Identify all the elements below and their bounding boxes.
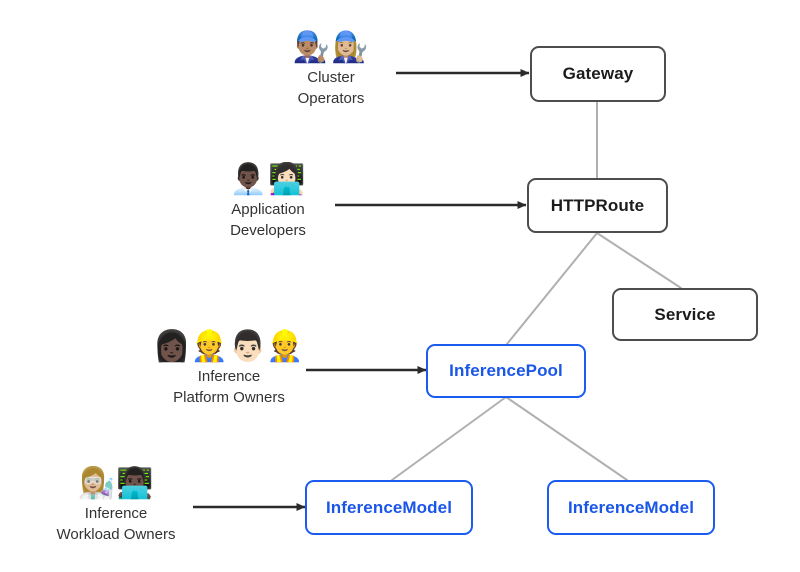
cluster-operators-emoji: 👨🏽‍🔧👩🏼‍🔧 [292,30,370,65]
cluster-operators-label-line2: Operators [297,90,365,107]
inference-platform-owners-label-line2: Platform Owners [173,389,285,406]
connector-inferencepool-inferencemodel-2 [505,396,628,481]
persona-cluster-operators: 👨🏽‍🔧👩🏼‍🔧 Cluster Operators [256,30,406,108]
node-service[interactable]: Service [612,288,758,341]
cluster-operators-label-line1: Cluster [307,69,355,86]
application-developers-emoji: 👨🏿‍💼👩🏻‍💻 [229,162,307,197]
node-gateway[interactable]: Gateway [530,46,666,102]
application-developers-label-line2: Developers [230,222,306,239]
node-inferencemodel-2[interactable]: InferenceModel [547,480,715,535]
persona-application-developers: 👨🏿‍💼👩🏻‍💻 Application Developers [193,162,343,240]
inference-workload-owners-label-line1: Inference [84,505,148,522]
connector-inferencepool-inferencemodel-1 [391,396,507,481]
persona-inference-platform-owners: 👩🏿‍👷👨🏻‍👷 Inference Platform Owners [144,329,314,407]
connector-httproute-inferencepool [506,232,598,345]
node-inferencemodel-1[interactable]: InferenceModel [305,480,473,535]
node-httproute[interactable]: HTTPRoute [527,178,668,233]
inference-workload-owners-emoji: 👩🏼‍🔬👨🏿‍💻 [77,466,155,501]
persona-inference-workload-owners: 👩🏼‍🔬👨🏿‍💻 Inference Workload Owners [26,466,206,544]
inference-workload-owners-label-line2: Workload Owners [56,526,176,543]
inference-platform-owners-label-line1: Inference [197,368,261,385]
node-inferencepool[interactable]: InferencePool [426,344,586,398]
application-developers-label-line1: Application [231,201,305,218]
connector-httproute-service [596,232,682,289]
inference-platform-owners-emoji: 👩🏿‍👷👨🏻‍👷 [153,329,305,364]
